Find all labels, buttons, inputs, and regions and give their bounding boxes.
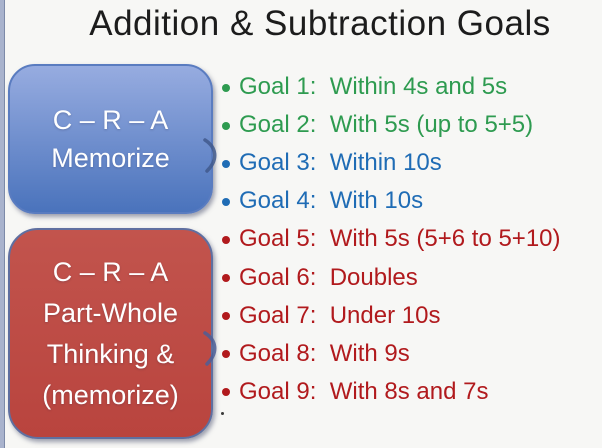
goal-item: Goal 6: Doubles [222, 258, 561, 296]
slide-title: Addition & Subtraction Goals [89, 4, 551, 43]
goal-text: Goal 1: Within 4s and 5s [239, 73, 508, 101]
box-line: C – R – A [52, 256, 169, 287]
goal-text: Goal 7: Under 10s [239, 301, 441, 329]
bullet-icon [222, 235, 230, 244]
cra-memorize-box-text: C – R – A Memorize [10, 101, 211, 177]
bullet-icon [222, 159, 230, 168]
bullet-icon [222, 312, 230, 321]
goal-item: Goal 4: With 10s [222, 182, 561, 220]
bullet-icon [222, 388, 230, 397]
bullet-icon [222, 83, 230, 92]
bullet-icon [222, 274, 230, 283]
goal-item: Goal 9: With 8s and 7s [222, 373, 561, 411]
box-line: (memorize) [42, 379, 179, 410]
bullet-icon [222, 197, 230, 206]
box-line: C – R – A [52, 105, 169, 135]
goal-text: Goal 2: With 5s (up to 5+5) [239, 111, 534, 139]
goal-text: Goal 6: Doubles [239, 263, 418, 291]
box-line: Memorize [51, 143, 170, 173]
left-edge-strip [0, 0, 5, 448]
goal-text: Goal 8: With 9s [239, 339, 410, 367]
box-line: Thinking & [46, 338, 175, 369]
cra-memorize-box: C – R – A Memorize [8, 64, 213, 214]
goals-list: Goal 1: Within 4s and 5s Goal 2: With 5s … [222, 68, 561, 411]
bullet-icon [222, 350, 230, 359]
goal-text: Goal 4: With 10s [239, 187, 424, 215]
box-line: Part-Whole [42, 297, 179, 328]
goal-item: Goal 1: Within 4s and 5s [222, 68, 561, 106]
goal-text: Goal 5: With 5s (5+6 to 5+10) [239, 225, 561, 253]
goal-item: Goal 2: With 5s (up to 5+5) [222, 106, 561, 144]
goal-item: Goal 7: Under 10s [222, 297, 561, 335]
goal-item: Goal 5: With 5s (5+6 to 5+10) [222, 220, 561, 258]
goal-item: Goal 8: With 9s [222, 335, 561, 373]
bullet-icon [222, 121, 230, 130]
stray-dot [221, 412, 224, 415]
goal-item: Goal 3: Within 10s [222, 144, 561, 182]
goal-text: Goal 3: Within 10s [239, 149, 442, 177]
goal-text: Goal 9: With 8s and 7s [239, 377, 489, 405]
